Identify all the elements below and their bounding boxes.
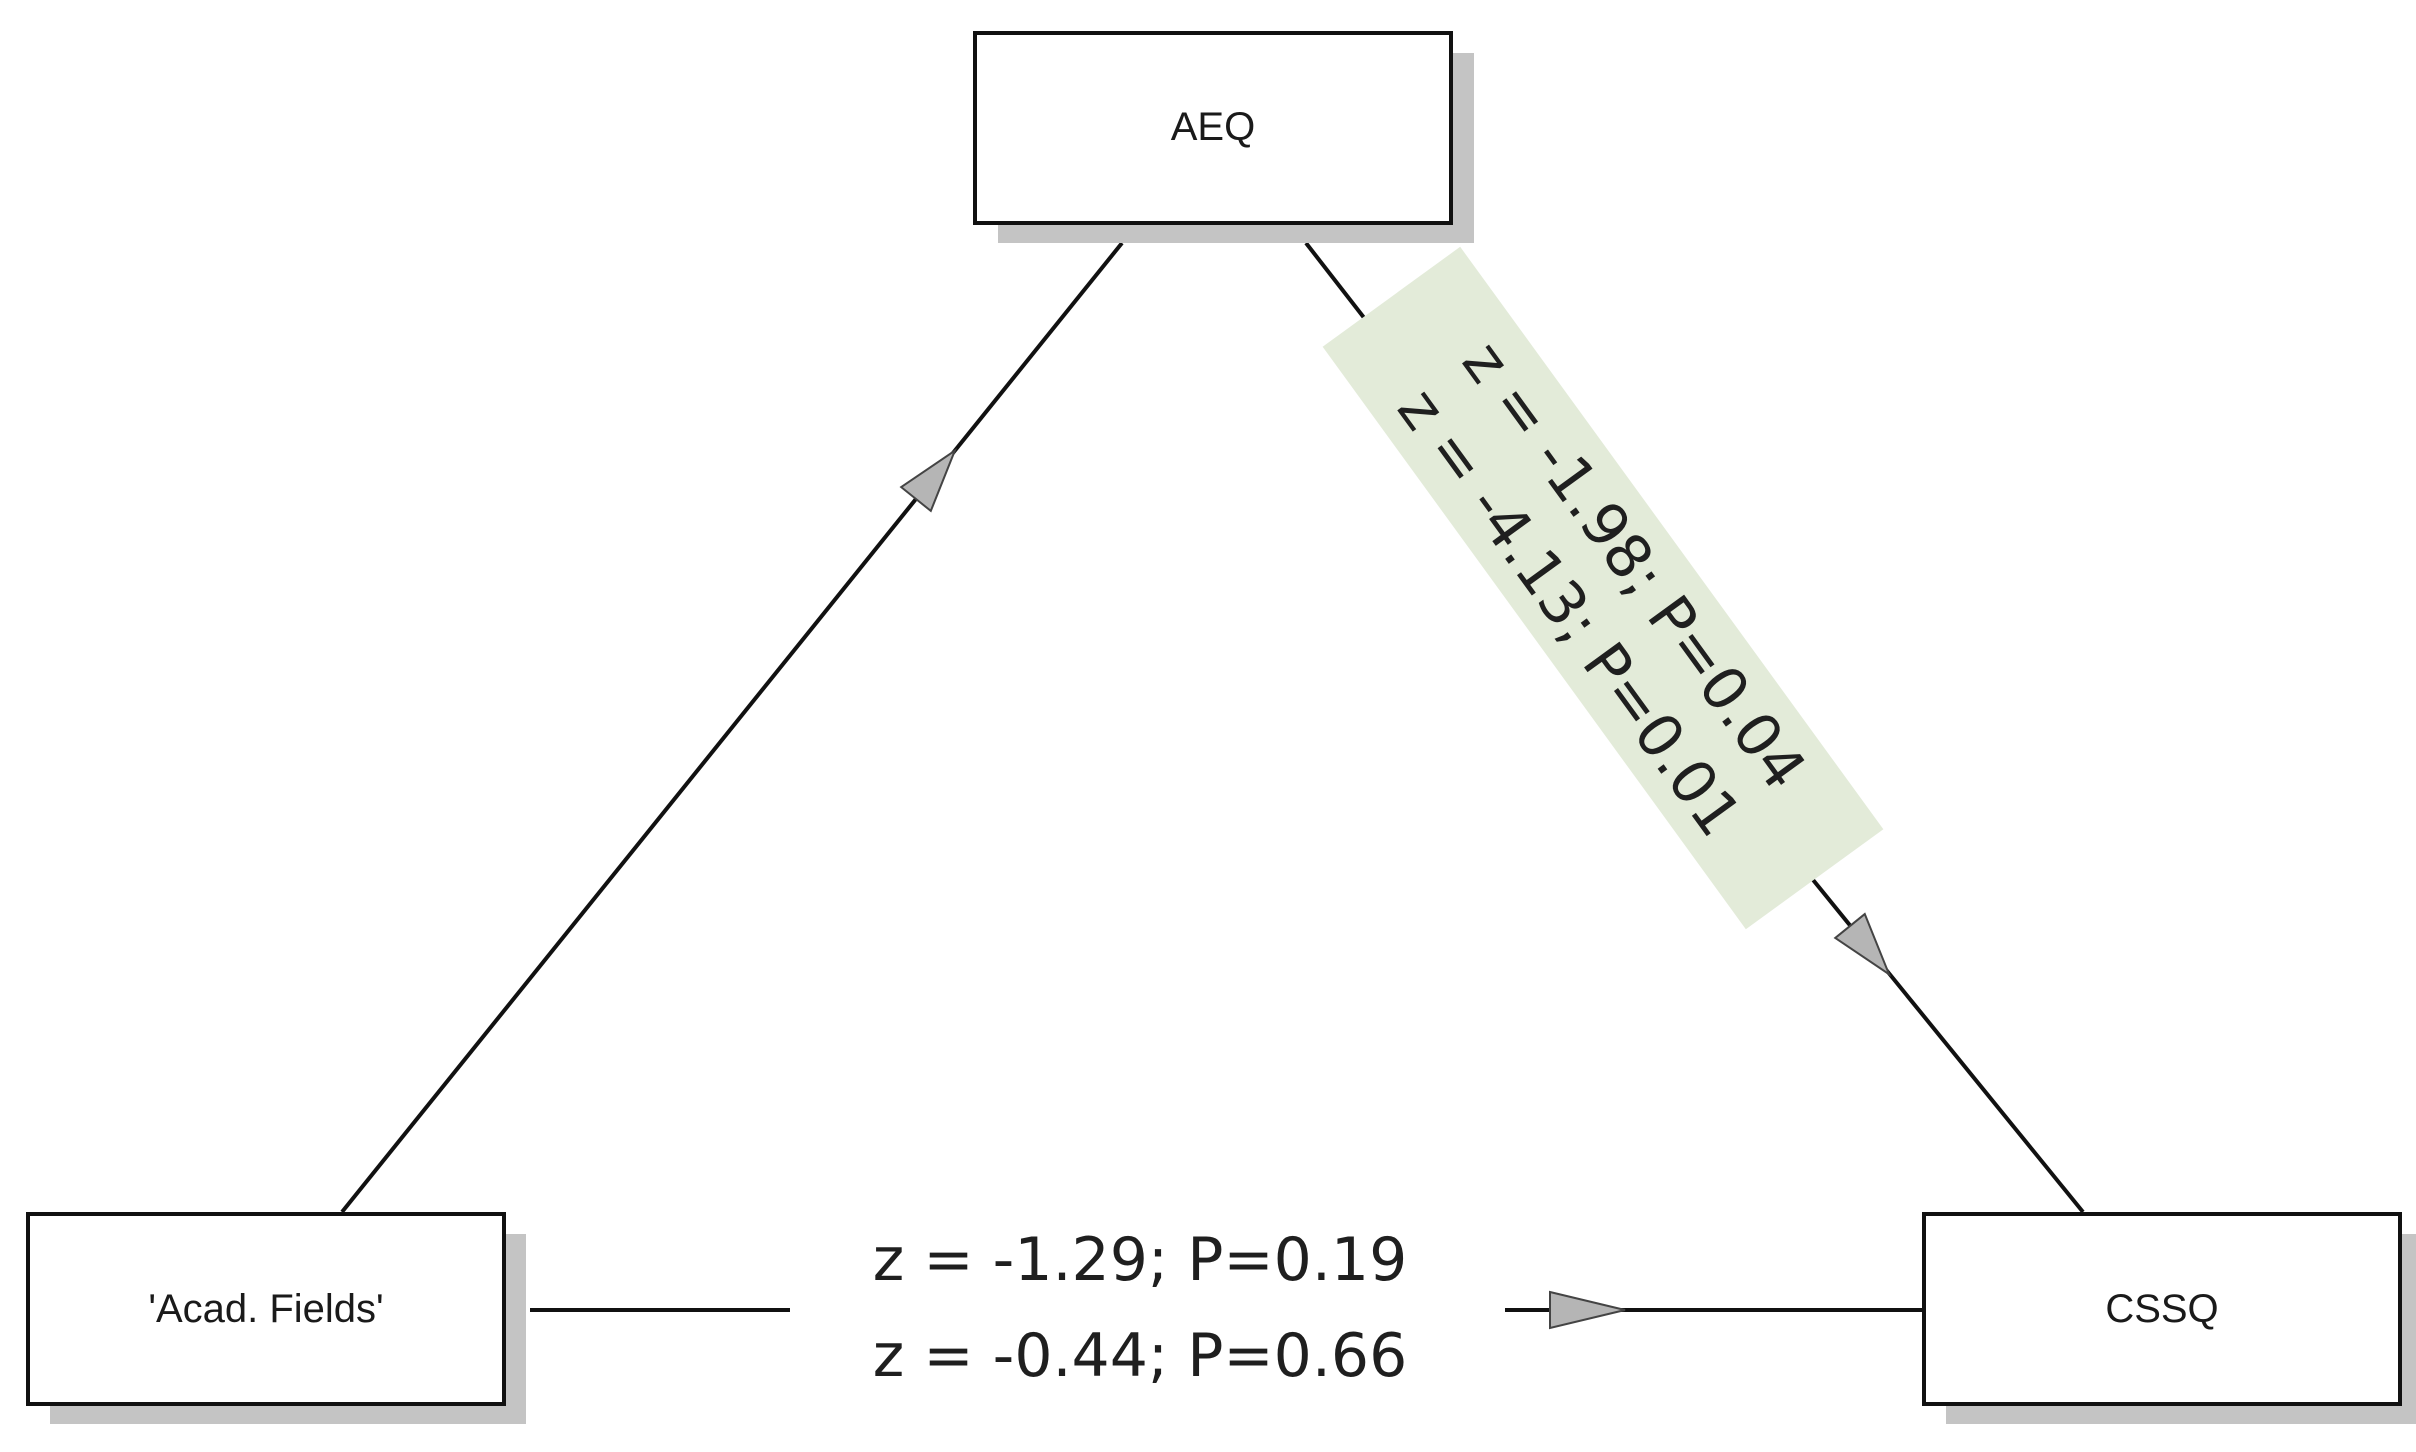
edge-acad-to-cssq-label-line1: z = -1.29; P=0.19 [873,1225,1408,1295]
node-aeq: AEQ [973,31,1474,243]
edge-aeq-to-cssq [1304,241,2085,1214]
node-cssq-label: CSSQ [2105,1287,2218,1331]
node-acad-fields-label: 'Acad. Fields' [148,1287,383,1331]
edge-acad-to-cssq [530,1290,1922,1330]
node-aeq-box [973,31,1453,225]
node-acad-fields-box [26,1212,506,1406]
edge-acad-to-aeq [340,241,1124,1214]
edge-acad-to-cssq-arrowhead [1549,1290,1626,1330]
node-aeq-label: AEQ [1171,105,1255,149]
edge-aeq-to-cssq-arrowhead [1833,912,1892,977]
node-acad-fields: 'Acad. Fields' [26,1212,526,1424]
node-cssq-box [1922,1212,2402,1406]
edge-aeq-to-cssq-label-background [1322,246,1884,930]
edge-acad-to-cssq-label-line2: z = -0.44; P=0.66 [873,1321,1408,1391]
edge-acad-to-aeq-arrowhead [899,448,957,513]
edge-aeq-to-cssq-label: z = -1.98; P=0.04 z = -4.13; P=0.01 [1322,246,1884,930]
node-cssq: CSSQ [1922,1212,2416,1424]
